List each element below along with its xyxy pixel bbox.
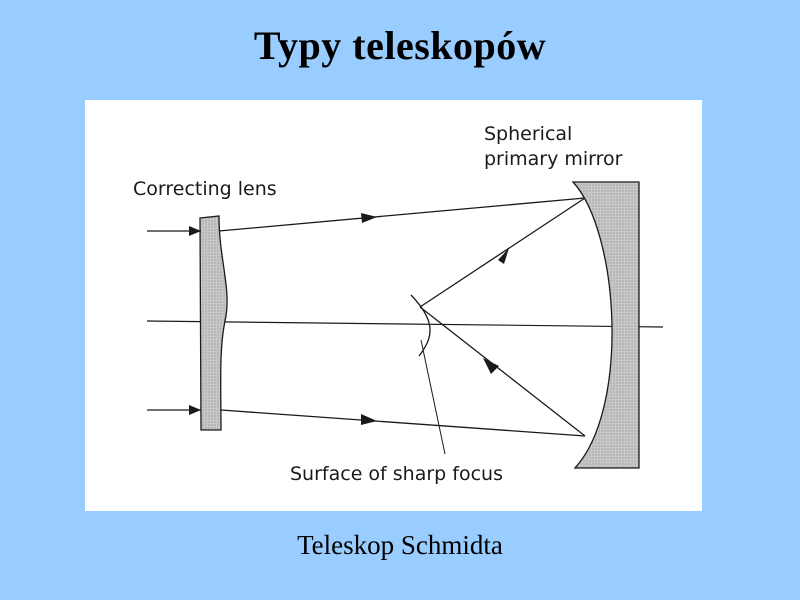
correcting-lens <box>199 215 228 431</box>
ray-lower-reflected <box>419 306 586 437</box>
focus-leader-line <box>420 339 446 455</box>
slide-title: Typy teleskopów <box>253 23 547 68</box>
spherical-mirror-label-line1: Spherical <box>484 123 572 145</box>
schmidt-telescope-diagram: Correcting lens Spherical primary mirror… <box>85 100 702 511</box>
ray-upper-reflected <box>419 197 586 308</box>
ray-upper-mid <box>218 197 586 232</box>
ray-lower-incoming-arrow <box>189 405 201 415</box>
diagram-canvas: Correcting lens Spherical primary mirror… <box>133 123 664 485</box>
sharp-focus-label: Surface of sharp focus <box>290 463 503 485</box>
focal-surface <box>410 294 431 357</box>
spherical-primary-mirror <box>571 181 640 469</box>
ray-lower-reflected-arrow <box>483 358 499 374</box>
correcting-lens-label: Correcting lens <box>133 178 277 200</box>
ray-lower-mid <box>220 409 586 437</box>
ray-upper-mid-arrow <box>361 213 377 223</box>
ray-lower-mid-arrow <box>361 414 377 425</box>
slide-caption: Teleskop Schmidta <box>297 530 503 560</box>
ray-upper-reflected-arrow <box>498 248 509 264</box>
spherical-mirror-label-line2: primary mirror <box>484 148 623 170</box>
optical-axis <box>146 320 664 328</box>
ray-upper-incoming-arrow <box>189 226 201 236</box>
